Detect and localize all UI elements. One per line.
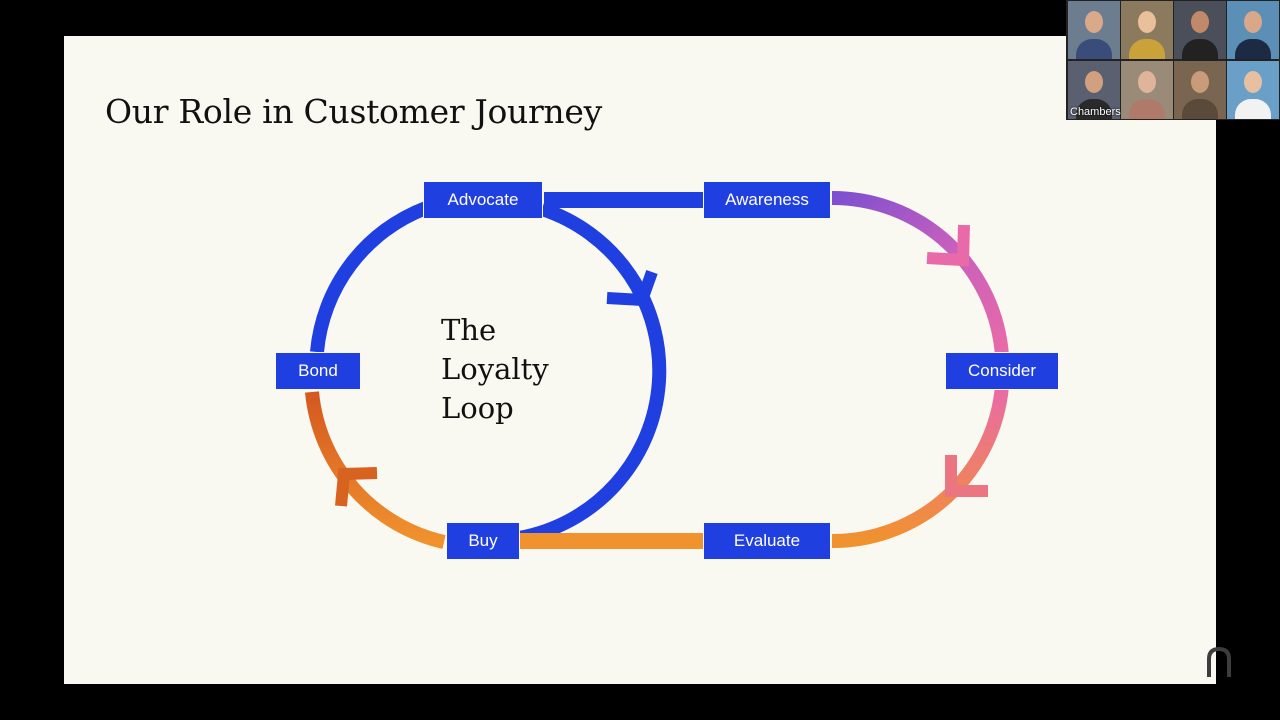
participant-body — [1129, 99, 1165, 119]
participant-body — [1182, 39, 1218, 59]
loyalty-loop-label: The Loyalty Loop — [441, 311, 549, 428]
video-tile[interactable] — [1174, 1, 1226, 59]
presentation-slide: Our Role in Customer Journey — [64, 36, 1216, 684]
arrowhead-bond-orange — [335, 467, 378, 507]
arrowhead-awareness-consider — [926, 224, 970, 267]
watermark-icon — [1207, 646, 1231, 677]
participant-face — [1138, 71, 1156, 93]
arrowhead-loyalty-blue — [606, 269, 658, 307]
video-tile[interactable] — [1121, 61, 1173, 119]
participant-body — [1235, 39, 1271, 59]
video-participants-panel[interactable]: Chambers — [1066, 0, 1280, 120]
slide-title: Our Role in Customer Journey — [105, 92, 602, 131]
video-tile[interactable] — [1227, 61, 1279, 119]
loop-arc-advocate-buy — [517, 202, 667, 545]
stage-buy: Buy — [446, 522, 520, 560]
stage-awareness: Awareness — [703, 181, 831, 219]
participant-face — [1244, 11, 1262, 33]
stage-bond-label: Bond — [298, 361, 338, 380]
watermark-logo — [1206, 645, 1232, 679]
participant-face — [1085, 11, 1103, 33]
loop-label-line-3: Loop — [441, 391, 514, 425]
stage-advocate: Advocate — [423, 181, 543, 219]
participant-face — [1085, 71, 1103, 93]
video-tile[interactable] — [1068, 61, 1120, 119]
stage-evaluate-label: Evaluate — [733, 531, 801, 550]
stage-bond: Bond — [275, 352, 361, 390]
journey-arc-consider-evaluate — [831, 385, 1009, 549]
stage-advocate-label: Advocate — [447, 190, 519, 209]
customer-journey-diagram — [305, 190, 1009, 549]
participant-face — [1138, 11, 1156, 33]
participant-body — [1076, 39, 1112, 59]
participant-body — [1076, 99, 1112, 119]
loop-label-line-2: Loyalty — [441, 352, 549, 386]
loop-arc-bond-advocate — [310, 201, 429, 353]
participant-face — [1244, 71, 1262, 93]
stage-evaluate: Evaluate — [703, 522, 831, 560]
loop-arc-buy-bond — [305, 391, 446, 549]
video-tile[interactable] — [1121, 1, 1173, 59]
participant-body — [1129, 39, 1165, 59]
stage-consider: Consider — [945, 352, 1059, 390]
stage-buy-label: Buy — [468, 531, 498, 550]
video-tile[interactable] — [1068, 1, 1120, 59]
active-speaker-name: Chambers — [1070, 106, 1121, 118]
participant-face — [1191, 11, 1209, 33]
loop-label-line-1: The — [441, 313, 497, 347]
video-tile[interactable] — [1174, 61, 1226, 119]
arrowhead-consider-evaluate — [945, 455, 988, 497]
video-tile[interactable] — [1227, 1, 1279, 59]
participant-body — [1235, 99, 1271, 119]
stage-awareness-label: Awareness — [725, 190, 809, 209]
stage-consider-label: Consider — [967, 361, 1037, 380]
journey-arc-awareness-consider — [831, 190, 1009, 357]
participant-body — [1182, 99, 1218, 119]
participant-face — [1191, 71, 1209, 93]
